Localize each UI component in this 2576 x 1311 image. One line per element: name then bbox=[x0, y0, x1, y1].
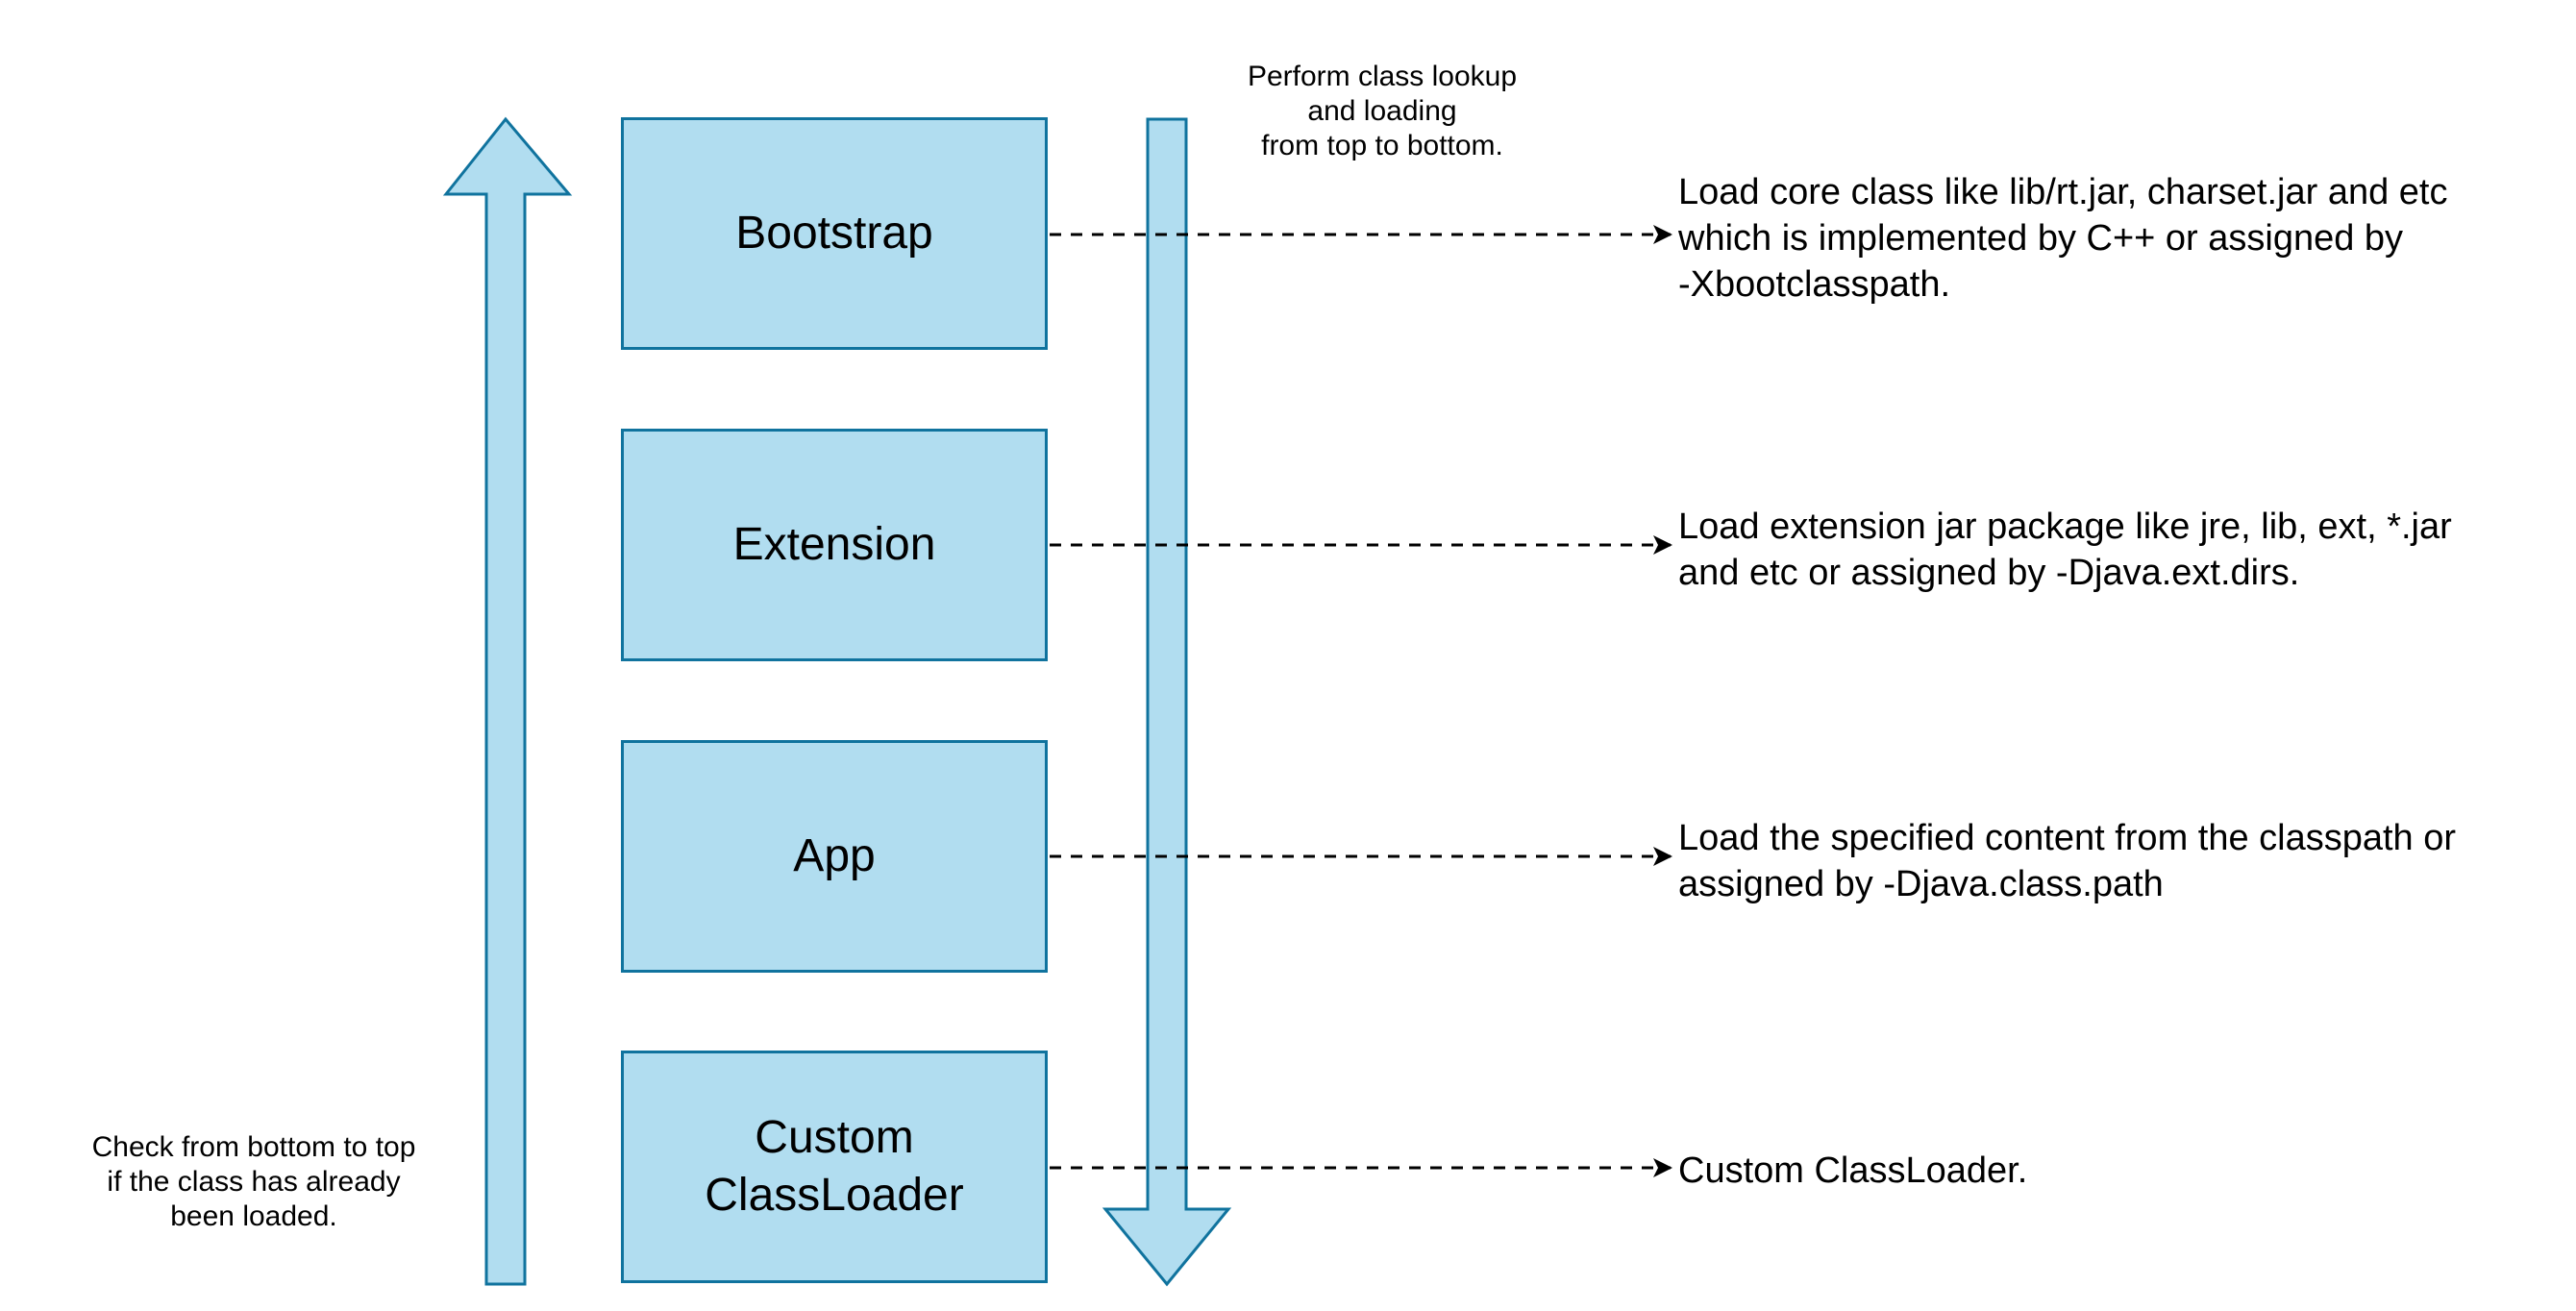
bootstrap-description: Load core class like lib/rt.jar, charset… bbox=[1678, 172, 2448, 305]
bootstrap-loader-box: Bootstrap bbox=[621, 117, 1048, 350]
custom-description: Custom ClassLoader. bbox=[1678, 1150, 2028, 1191]
custom-loader-label: Custom ClassLoader bbox=[705, 1112, 964, 1221]
app-description: Load the specified content from the clas… bbox=[1678, 818, 2457, 904]
bottom-to-top-arrow bbox=[442, 116, 573, 1286]
app-loader-box: App bbox=[621, 740, 1048, 973]
bootstrap-loader-label: Bootstrap bbox=[735, 208, 933, 259]
extension-loader-box: Extension bbox=[621, 429, 1048, 661]
extension-loader-label: Extension bbox=[732, 519, 936, 570]
app-loader-label: App bbox=[793, 830, 876, 881]
check-note: Check from bottom to top if the class ha… bbox=[91, 1131, 416, 1232]
extension-description: Load extension jar package like jre, lib… bbox=[1678, 507, 2452, 593]
custom-loader-box: Custom ClassLoader bbox=[621, 1051, 1048, 1283]
top-to-bottom-arrow bbox=[1102, 117, 1232, 1287]
lookup-note: Perform class lookup and loading from to… bbox=[1247, 61, 1518, 161]
